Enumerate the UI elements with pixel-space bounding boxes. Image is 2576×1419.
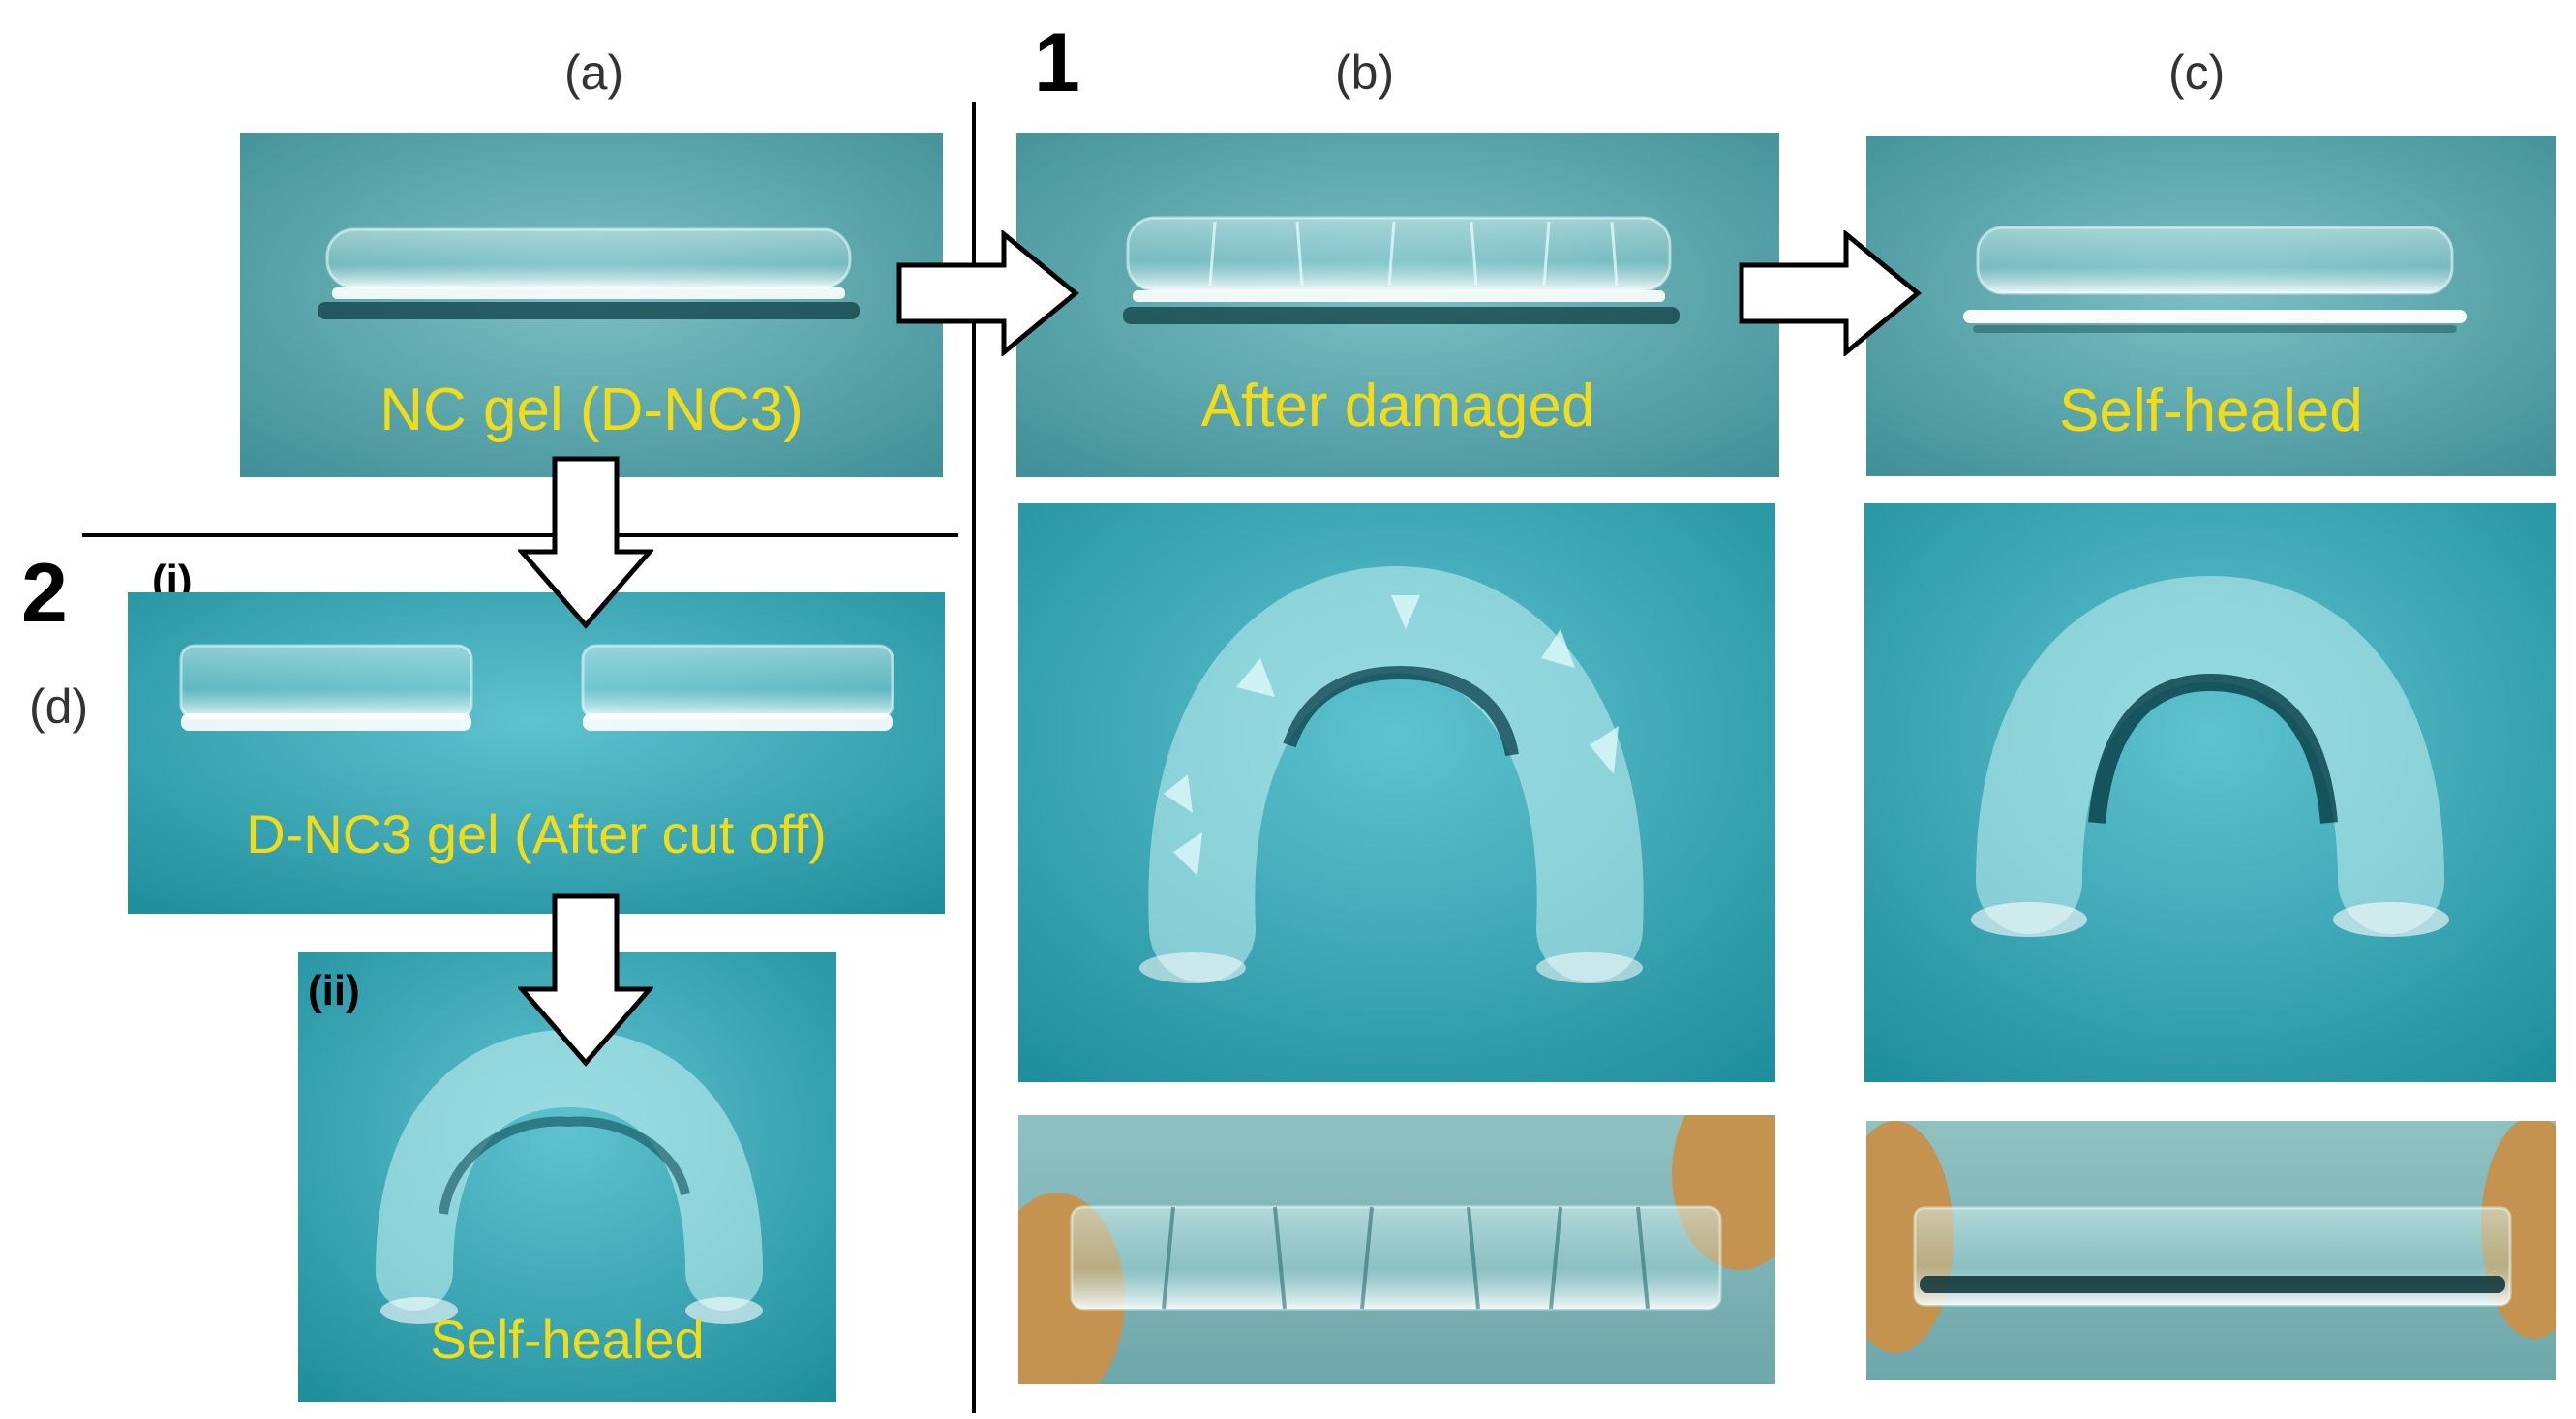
panel-label-d: (d) bbox=[29, 679, 89, 734]
panel-label-c: (c) bbox=[2168, 45, 2226, 100]
panel-label-b: (b) bbox=[1335, 45, 1395, 100]
section-number-1: 1 bbox=[1034, 16, 1080, 109]
photo-damaged-stretched bbox=[1018, 1115, 1775, 1384]
vertical-divider bbox=[972, 102, 976, 1413]
arrow-right-b-to-c bbox=[1739, 230, 1922, 356]
caption-nc-gel: NC gel (D-NC3) bbox=[379, 377, 803, 443]
photo-healed-arch bbox=[1864, 503, 2556, 1082]
photo-after-damaged: After damaged bbox=[1016, 133, 1779, 477]
panel-label-a: (a) bbox=[564, 45, 624, 100]
arrow-down-a-to-d bbox=[518, 456, 653, 629]
photo-self-healed-straight: Self-healed bbox=[1866, 136, 2556, 476]
arrow-right-a-to-b bbox=[896, 230, 1079, 356]
horizontal-divider bbox=[82, 533, 958, 537]
caption-self-healed-c: Self-healed bbox=[2059, 377, 2363, 444]
caption-cut-off: D-NC3 gel (After cut off) bbox=[246, 803, 827, 864]
caption-self-healed-d: Self-healed bbox=[430, 1309, 705, 1370]
photo-nc-gel: NC gel (D-NC3) bbox=[240, 133, 943, 477]
section-number-2: 2 bbox=[21, 547, 68, 640]
caption-after-damaged: After damaged bbox=[1200, 373, 1595, 439]
photo-healed-stretched bbox=[1866, 1121, 2556, 1380]
arrow-down-i-to-ii bbox=[518, 893, 653, 1067]
photo-cut-off: D-NC3 gel (After cut off) bbox=[128, 592, 945, 914]
photo-damaged-arch bbox=[1018, 503, 1775, 1082]
sub-label-ii: (ii) bbox=[308, 967, 360, 1014]
